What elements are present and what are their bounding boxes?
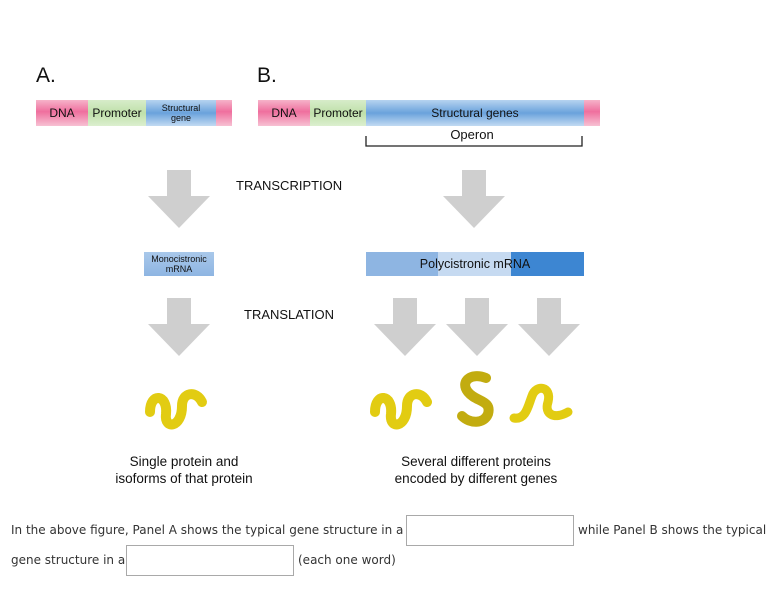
- panel-a-label: A.: [36, 64, 56, 87]
- polycistronic-mrna-label: Polycistronic mRNA: [419, 257, 531, 271]
- panel-a-structural-gene-segment: Structural gene: [146, 100, 216, 126]
- question-text-part1: In the above figure, Panel A shows the t…: [11, 523, 404, 537]
- panel-a-dna-segment: DNA: [36, 100, 88, 126]
- operon-bracket: [365, 136, 583, 147]
- question-text-part3: gene structure in a: [11, 553, 126, 567]
- answer-blank-1[interactable]: [406, 515, 574, 546]
- question-text-part2: while Panel B shows the typical: [578, 523, 767, 537]
- panel-b-dna-label: DNA: [271, 106, 297, 120]
- polycistronic-mrna-box: [366, 252, 584, 276]
- panel-b-promoter-label: Promoter: [313, 106, 363, 120]
- panel-a-promoter-label: Promoter: [92, 106, 142, 120]
- panel-b-promoter-segment: Promoter: [310, 100, 366, 126]
- monocistronic-mrna-box: Monocistronic mRNA: [144, 252, 214, 276]
- panel-b-caption-line1: Several different proteins: [401, 454, 551, 469]
- answer-blank-2[interactable]: [126, 545, 294, 576]
- operon-label: Operon: [450, 127, 494, 142]
- polycistronic-mrna-segment-1: [366, 252, 438, 276]
- panel-b-dna-segment: DNA: [258, 100, 310, 126]
- protein-b3: [509, 383, 573, 423]
- transcription-label: TRANSCRIPTION: [236, 178, 343, 193]
- panel-b-structural-genes-segment: Structural genes: [366, 100, 584, 126]
- translation-arrow-a: [148, 298, 210, 356]
- panel-b-caption-line2: encoded by different genes: [394, 471, 558, 486]
- translation-arrow-b3: [518, 298, 580, 356]
- protein-a: [145, 389, 207, 430]
- translation-arrow-b1: [374, 298, 436, 356]
- polycistronic-mrna-segment-3: [511, 252, 584, 276]
- monocistronic-mrna-label-line1: Monocistronic: [151, 254, 207, 264]
- panel-a-structural-gene-label-line2: gene: [170, 113, 192, 123]
- panel-a-caption: Single protein and isoforms of that prot…: [84, 453, 284, 487]
- panel-a-dna-end-segment: [216, 100, 232, 126]
- monocistronic-mrna-label-line2: mRNA: [165, 264, 193, 274]
- translation-label: TRANSLATION: [244, 307, 335, 322]
- panel-b-label: B.: [257, 64, 277, 87]
- question-hint: (each one word): [298, 553, 396, 567]
- panel-a-caption-line1: Single protein and: [129, 454, 239, 469]
- panel-b-caption: Several different proteins encoded by di…: [366, 453, 586, 487]
- protein-b2: [457, 371, 494, 427]
- panel-a-promoter-segment: Promoter: [88, 100, 146, 126]
- panel-a-structural-gene-label-line1: Structural: [161, 103, 201, 113]
- panel-b-dna-end-segment: [584, 100, 600, 126]
- panel-b-structural-genes-label: Structural genes: [431, 106, 519, 120]
- transcription-arrow-b: [443, 170, 505, 228]
- translation-arrow-b2: [446, 298, 508, 356]
- protein-b1: [370, 389, 432, 430]
- polycistronic-mrna-segment-2: [438, 252, 511, 276]
- panel-a-caption-line2: isoforms of that protein: [115, 471, 253, 486]
- transcription-arrow-a: [148, 170, 210, 228]
- panel-a-dna-label: DNA: [49, 106, 75, 120]
